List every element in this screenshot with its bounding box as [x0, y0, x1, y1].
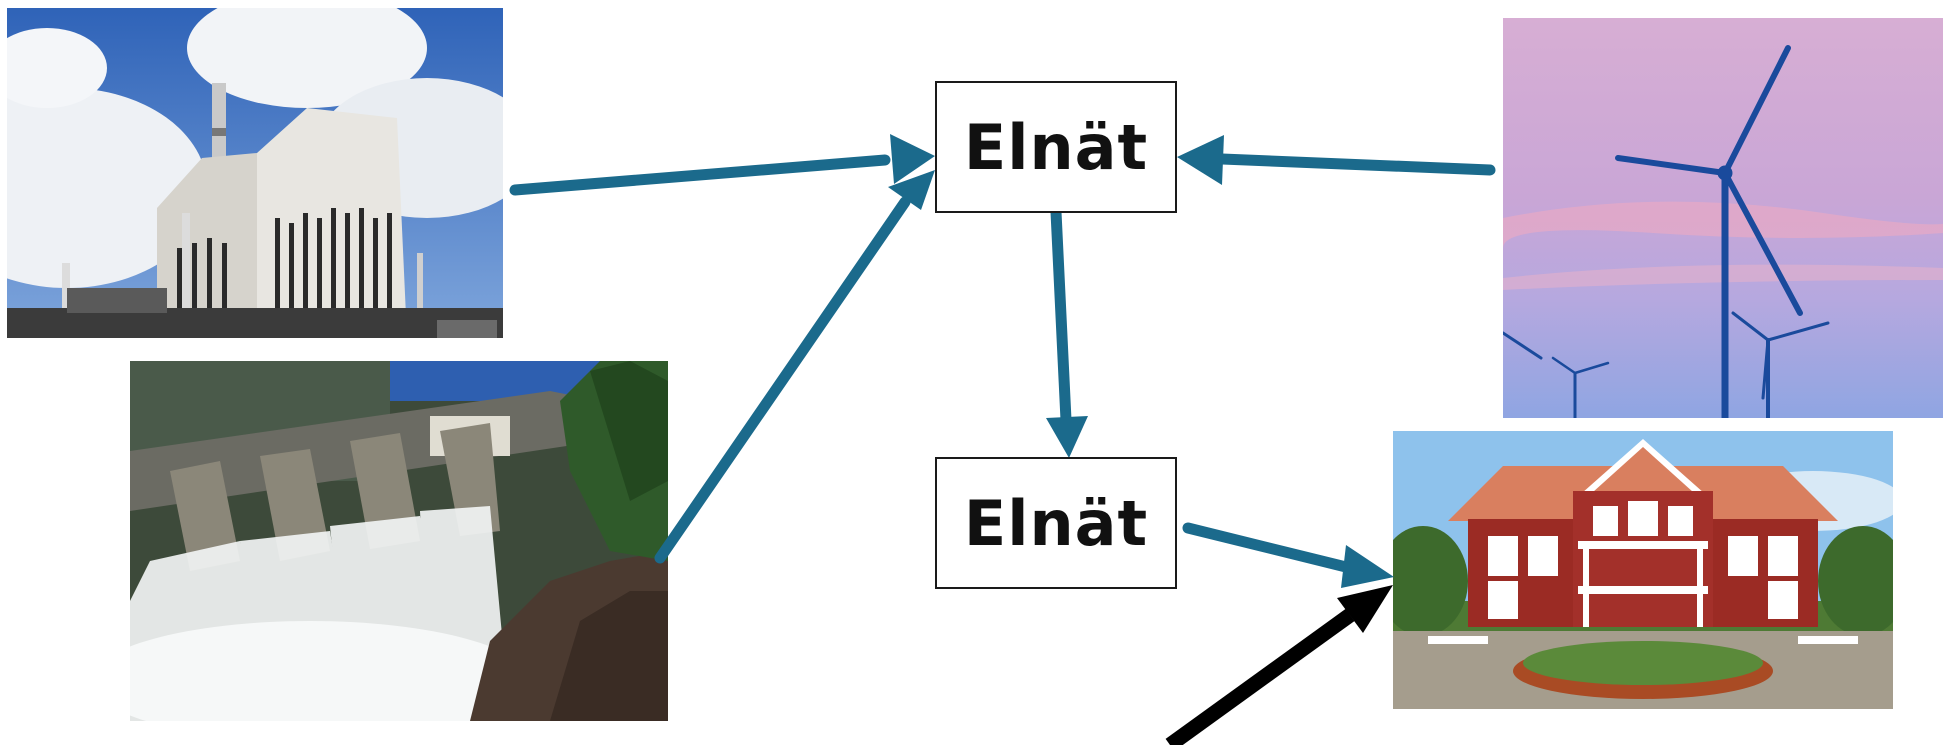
arrow-grid-to-house — [1182, 522, 1356, 574]
arrow-hydro-to-grid-head — [888, 170, 935, 210]
arrow-nuclear-to-grid — [509, 154, 891, 196]
arrow-grid-to-grid-head — [1046, 416, 1088, 458]
arrow-wind-to-grid — [1216, 153, 1496, 176]
house-photo — [1393, 431, 1893, 709]
arrow-black-to-house — [1165, 585, 1393, 745]
arrow-grid-to-grid — [1050, 206, 1072, 426]
grid-box-bottom: Elnät — [935, 457, 1177, 589]
arrow-wind-to-grid-head — [1177, 135, 1224, 185]
wind-turbines-photo — [1503, 18, 1943, 418]
arrow-nuclear-to-grid-head — [890, 134, 935, 184]
hydro-dam-photo — [130, 361, 668, 721]
grid-box-top-label: Elnät — [963, 110, 1149, 184]
nuclear-plant-photo — [7, 8, 503, 338]
arrow-grid-to-house-head — [1341, 545, 1394, 588]
grid-box-bottom-label: Elnät — [963, 486, 1149, 560]
grid-box-top: Elnät — [935, 81, 1177, 213]
arrow-hydro-to-grid — [654, 196, 911, 564]
